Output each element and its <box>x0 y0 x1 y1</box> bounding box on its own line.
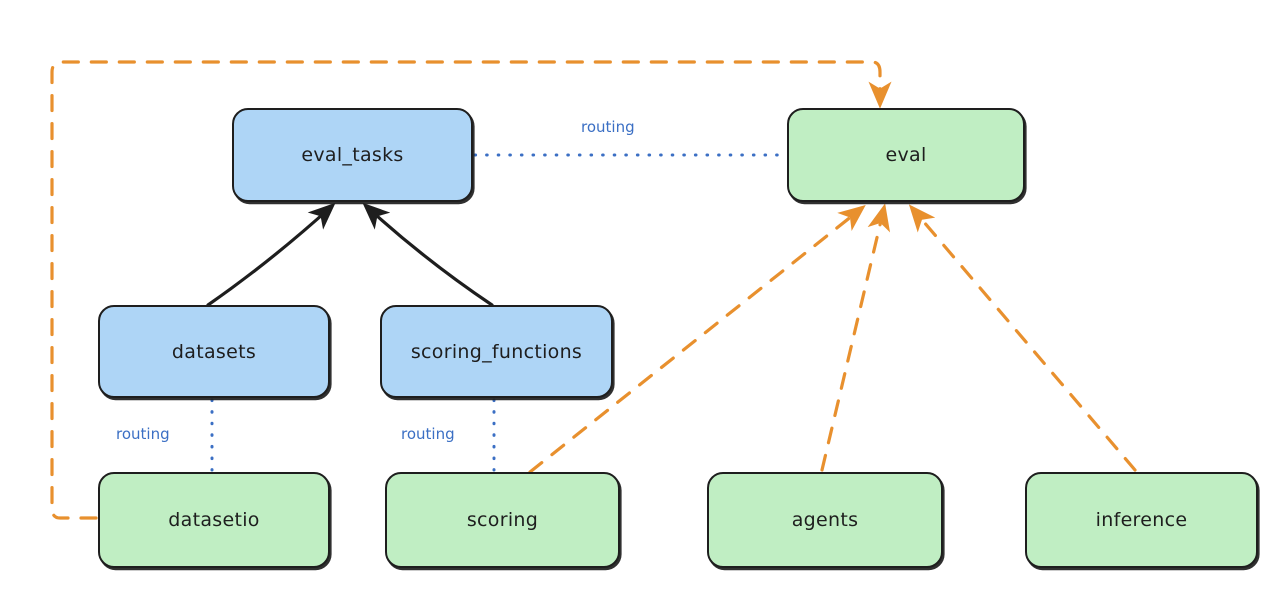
edge-scoring-functions-to-eval-tasks <box>362 202 494 307</box>
edge-inference-to-eval-dep <box>908 204 1137 472</box>
edge-datasetio-to-eval-dep <box>50 60 892 520</box>
edge-agents-to-eval-dep <box>820 203 891 472</box>
node-scoring-functions[interactable]: scoring_functions <box>380 305 613 398</box>
node-label-inference: inference <box>1095 509 1188 531</box>
edge-label-routing-scoring-functions-scoring: routing <box>398 425 458 443</box>
node-label-scoring-functions: scoring_functions <box>410 340 583 363</box>
edge-label-routing-eval-tasks-eval: routing <box>578 118 638 136</box>
edge-label-routing-datasets-datasetio: routing <box>113 425 173 443</box>
node-label-datasets: datasets <box>171 340 257 363</box>
node-label-datasetio: datasetio <box>168 509 260 531</box>
node-label-scoring: scoring <box>466 509 539 531</box>
node-eval[interactable]: eval <box>787 108 1025 202</box>
node-datasets[interactable]: datasets <box>98 305 330 398</box>
node-inference[interactable]: inference <box>1025 472 1258 568</box>
node-label-agents: agents <box>791 509 859 531</box>
node-label-eval: eval <box>885 144 927 166</box>
edge-datasets-to-eval-tasks <box>206 202 336 307</box>
edge-scoring-to-eval-dep <box>528 205 866 474</box>
node-datasetio[interactable]: datasetio <box>98 472 330 568</box>
node-label-eval-tasks: eval_tasks <box>301 144 404 166</box>
node-agents[interactable]: agents <box>707 472 943 568</box>
node-eval-tasks[interactable]: eval_tasks <box>232 108 473 202</box>
node-scoring[interactable]: scoring <box>385 472 620 568</box>
